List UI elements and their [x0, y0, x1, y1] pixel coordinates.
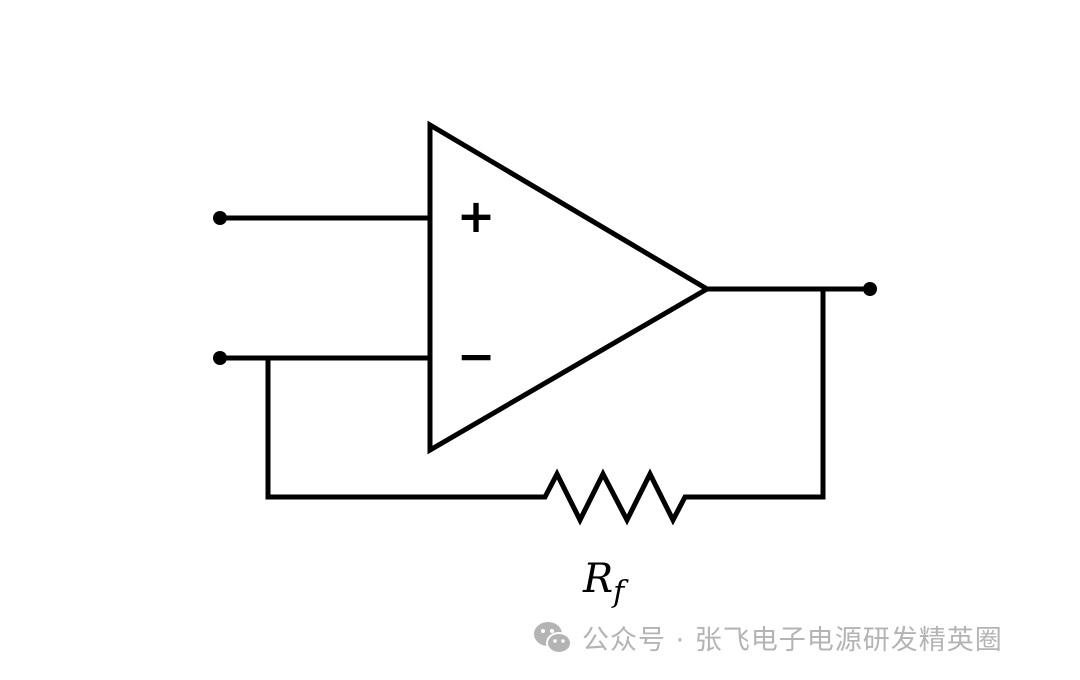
resistor-label-subscript: f [611, 575, 629, 610]
wechat-icon [534, 621, 572, 654]
resistor-label: Rf [582, 556, 629, 610]
inverting-terminal [213, 351, 227, 365]
plus-sign: + [457, 189, 496, 243]
opamp-triangle [427, 120, 712, 455]
watermark: 公众号 · 张飞电子电源研发精英圈 [532, 618, 1003, 657]
output-terminal [863, 282, 877, 296]
minus-sign: − [457, 329, 496, 383]
resistor-label-main: R [582, 556, 613, 602]
noninverting-terminal [213, 211, 227, 225]
feedback-path-resistor [265, 289, 826, 526]
watermark-text: 公众号 · 张飞电子电源研发精英圈 [582, 625, 1003, 656]
